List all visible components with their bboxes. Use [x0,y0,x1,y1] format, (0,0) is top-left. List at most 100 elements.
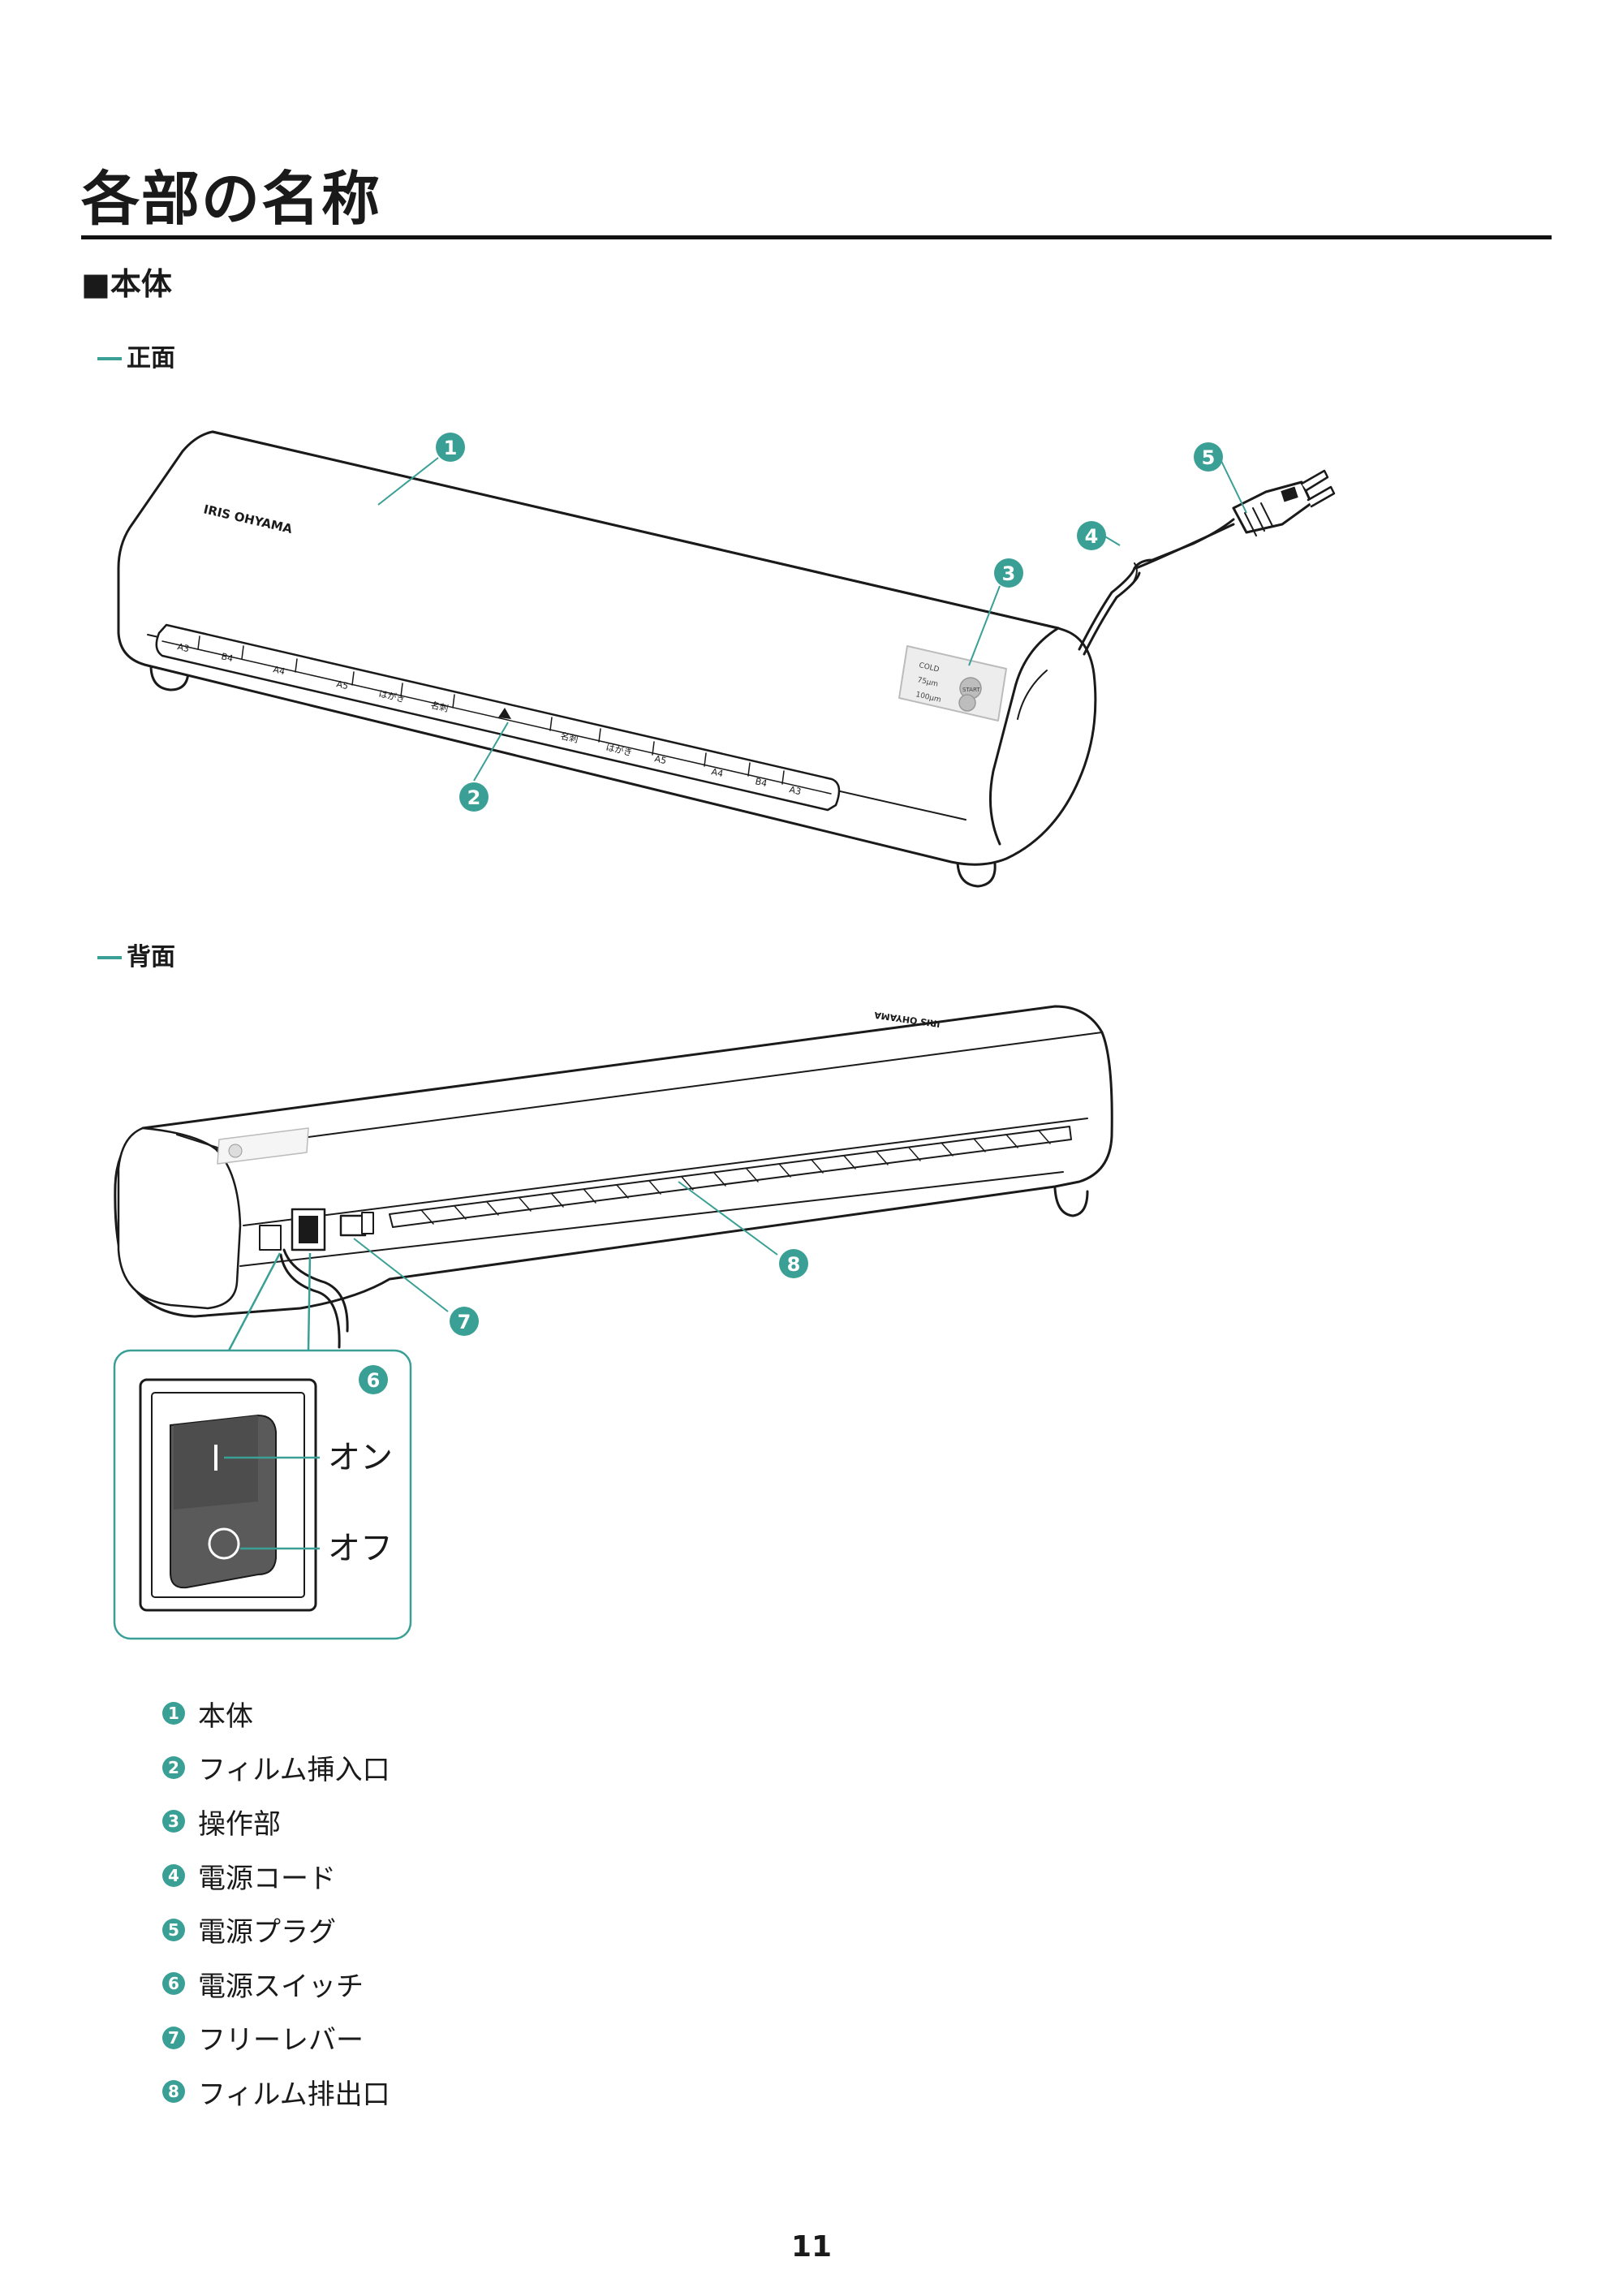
back-mid-edge [243,1118,1088,1226]
part-name: フリーレバー [198,2024,364,2057]
front-power-cord-b [1083,571,1141,656]
scale-label: 名刺 [429,699,450,714]
free-lever-tab [361,1212,374,1234]
list-number-badge: 6 [162,1972,185,1996]
list-number-badge: 5 [162,1918,185,1941]
front-body [117,430,1097,866]
part-name: 電源コード [198,1862,336,1895]
plug-prong-1 [1300,469,1329,492]
back-callout-leaders [353,1181,778,1312]
part-name: フィルム挿入口 [198,1754,390,1787]
cord-outlet [259,1225,282,1251]
plug-grip-line [1244,512,1257,536]
callout-badge-2: 2 [459,782,489,812]
list-number-badge: 8 [162,2080,185,2104]
part-name: 電源スイッチ [198,1970,364,2003]
svg-text:6: 6 [367,1369,381,1392]
rear-switch-rocker-icon [299,1216,318,1243]
back-right-foot [1053,1187,1089,1217]
back-body [114,1005,1113,1318]
list-item: 7 フリーレバー [162,2011,390,2066]
list-item: 5 電源プラグ [162,1902,390,1957]
switch-inset [113,1252,412,1640]
list-number-badge: 3 [162,1810,185,1833]
scale-label: A4 [272,664,286,677]
front-right-foot [956,859,997,888]
title-rule [81,235,1552,239]
list-number-badge: 1 [162,1702,185,1725]
plug-grip-line [1260,502,1273,527]
start-indicator-icon [958,694,976,712]
heading-dash-icon [97,956,122,959]
callout-badge-5: 5 [1194,442,1223,472]
svg-text:5: 5 [1202,446,1216,469]
back-endcap-face [117,1126,242,1310]
part-name: 本体 [198,1699,253,1733]
list-number-badge: 4 [162,1864,185,1888]
back-view-drawing [114,1005,1113,1349]
front-endcap-curve [988,627,1060,846]
list-number-badge: 7 [162,2026,185,2049]
svg-text:4: 4 [1085,525,1099,548]
back-power-cord-b [279,1253,341,1349]
back-power-cord [282,1248,349,1333]
callout-badge-7: 7 [450,1307,479,1336]
list-item: 1 本体 [162,1686,390,1741]
svg-text:3: 3 [1002,562,1016,585]
front-callout-leaders [377,457,1247,782]
film-slot-line [161,640,832,795]
inset-leader-left [227,1252,282,1351]
front-view-label: 正面 [127,344,175,373]
film-exit-slot [389,1126,1072,1228]
part-name: 操作部 [198,1807,281,1841]
scale-label: 名刺 [559,730,579,745]
svg-text:1: 1 [444,437,458,459]
switch-off-mark-icon [208,1527,240,1560]
exit-slot-ribs [421,1130,1051,1225]
scale-label: A5 [653,753,667,766]
switch-on-label: オン [328,1439,393,1476]
control-panel [898,645,1007,722]
callout-badges: 1 2 3 4 5 6 7 8 [359,433,1223,1394]
page-number: 11 [790,2230,833,2264]
section-heading: ■本体 [81,266,172,302]
callout-badge-1: 1 [436,433,465,462]
scale-label: B4 [754,776,768,789]
callout-badge-4: 4 [1077,521,1106,550]
center-arrow-icon [498,708,511,719]
front-view-drawing [117,430,1336,888]
back-top-edge [215,1032,1103,1150]
front-endcap-detail [1017,670,1048,720]
callout-badge-3: 3 [994,558,1023,588]
scale-label: A3 [176,641,190,654]
list-number-badge: 2 [162,1755,185,1779]
svg-text:7: 7 [458,1311,471,1333]
list-item: 6 電源スイッチ [162,1957,390,2011]
back-low-edge [239,1171,1064,1267]
svg-text:2: 2 [467,786,481,809]
front-view-heading: 正面 [97,342,175,375]
back-view-label: 背面 [127,943,175,971]
panel-label-start: START [962,687,980,693]
part-name: フィルム排出口 [198,2078,390,2111]
back-panel-button-icon [228,1144,243,1158]
heading-dash-icon [97,357,122,360]
plug-prong-2 [1307,485,1336,508]
scale-ticks [197,635,785,785]
page-title: 各部の名称 [81,165,382,233]
scale-label: A3 [788,784,802,797]
callout-badge-8: 8 [779,1249,808,1278]
list-item: 8 フィルム排出口 [162,2065,390,2119]
back-view-heading: 背面 [97,941,175,974]
part-name: 電源プラグ [198,1916,336,1949]
svg-text:8: 8 [787,1253,801,1276]
front-power-cord-c [1134,523,1235,570]
front-top-edge [211,430,1060,630]
list-item: 3 操作部 [162,1794,390,1849]
scale-label: A5 [335,678,349,691]
plug-label-icon [1281,486,1298,502]
scale-label: A4 [710,766,724,779]
plug-grip-line [1252,507,1265,532]
